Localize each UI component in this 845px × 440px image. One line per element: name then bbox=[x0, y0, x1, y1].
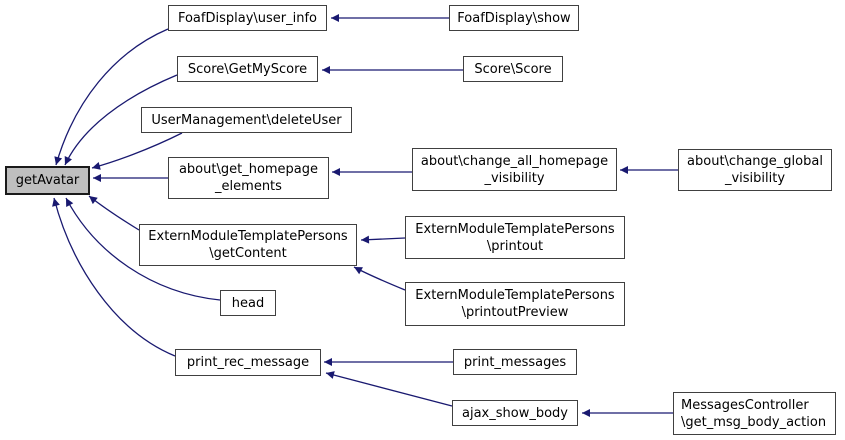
node-label: FoafDisplay\user_info bbox=[177, 10, 318, 26]
node-label: about\get_homepage bbox=[178, 162, 319, 177]
node-label: about\change_all_homepage bbox=[420, 153, 609, 169]
node-label: FoafDisplay\show bbox=[457, 10, 571, 26]
node-label: ExternModuleTemplatePersons bbox=[148, 229, 348, 244]
node-label: _elements bbox=[215, 179, 282, 194]
edge-score-getmyscore-to-getavatar bbox=[64, 74, 178, 166]
edge-print-rec-message-to-getavatar bbox=[52, 197, 176, 357]
edge-ajax-show-body-to-print-rec-message bbox=[325, 371, 453, 407]
node-label: _visibility bbox=[484, 170, 545, 186]
edges-group bbox=[52, 14, 678, 417]
node-label: ajax_show_body bbox=[462, 405, 568, 421]
node-label: \get_msg_body_action bbox=[681, 414, 827, 430]
node-label: \printout bbox=[486, 238, 544, 254]
node-foafdisplay-show[interactable]: FoafDisplay\show bbox=[449, 5, 579, 31]
node-about-get-homepage-elements[interactable]: about\get_homepage _elements bbox=[168, 157, 329, 199]
node-label: getAvatar bbox=[15, 173, 80, 188]
node-label: head bbox=[231, 295, 265, 311]
node-label: ExternModuleTemplatePersons bbox=[415, 288, 615, 303]
edge-usermanagement-deleteuser-to-getavatar bbox=[91, 132, 183, 170]
node-usermanagement-deleteuser[interactable]: UserManagement\deleteUser bbox=[141, 107, 352, 133]
node-label: UserManagement\deleteUser bbox=[151, 112, 342, 128]
node-label: _visibility bbox=[724, 171, 786, 186]
node-about-change-global-visibility[interactable]: about\change_global _visibility bbox=[678, 149, 832, 191]
node-messagescontroller-get-msg-body-action[interactable]: MessagesController\get_msg_body_action bbox=[673, 392, 836, 435]
edge-foafdisplay-user-info-to-getavatar bbox=[54, 28, 169, 166]
node-label: print_messages bbox=[463, 354, 567, 370]
node-head[interactable]: head bbox=[220, 290, 276, 316]
node-score-getmyscore[interactable]: Score\GetMyScore bbox=[177, 56, 318, 82]
node-ajax-show-body[interactable]: ajax_show_body bbox=[452, 400, 578, 426]
node-label: Score\Score bbox=[474, 61, 552, 77]
node-externmodule-printout[interactable]: ExternModuleTemplatePersons\printout bbox=[405, 216, 625, 259]
node-label: \printoutPreview bbox=[461, 305, 569, 320]
node-getavatar: getAvatar bbox=[5, 166, 90, 195]
node-about-change-all-homepage-visibility[interactable]: about\change_all_homepage_visibility bbox=[412, 148, 617, 191]
node-label: \getContent bbox=[209, 246, 287, 261]
node-label: MessagesController bbox=[681, 397, 809, 413]
node-label: about\change_global bbox=[687, 154, 823, 169]
node-foafdisplay-user-info[interactable]: FoafDisplay\user_info bbox=[168, 5, 327, 31]
edge-externmodule-printoutpreview-to-externmodule-getcontent bbox=[353, 266, 406, 291]
edge-externmodule-getcontent-to-getavatar bbox=[88, 195, 140, 231]
node-label: print_rec_message bbox=[186, 355, 310, 370]
edge-head-to-getavatar bbox=[65, 197, 221, 301]
node-externmodule-printoutpreview[interactable]: ExternModuleTemplatePersons \printoutPrev… bbox=[405, 282, 625, 326]
node-print-messages[interactable]: print_messages bbox=[453, 349, 577, 375]
edge-externmodule-printout-to-externmodule-getcontent bbox=[360, 235, 406, 244]
node-score-score[interactable]: Score\Score bbox=[463, 56, 563, 82]
node-label: ExternModuleTemplatePersons bbox=[415, 221, 615, 237]
node-print-rec-message[interactable]: print_rec_message bbox=[175, 349, 321, 376]
node-externmodule-getcontent[interactable]: ExternModuleTemplatePersons \getContent bbox=[139, 224, 357, 266]
node-label: Score\GetMyScore bbox=[187, 61, 308, 77]
